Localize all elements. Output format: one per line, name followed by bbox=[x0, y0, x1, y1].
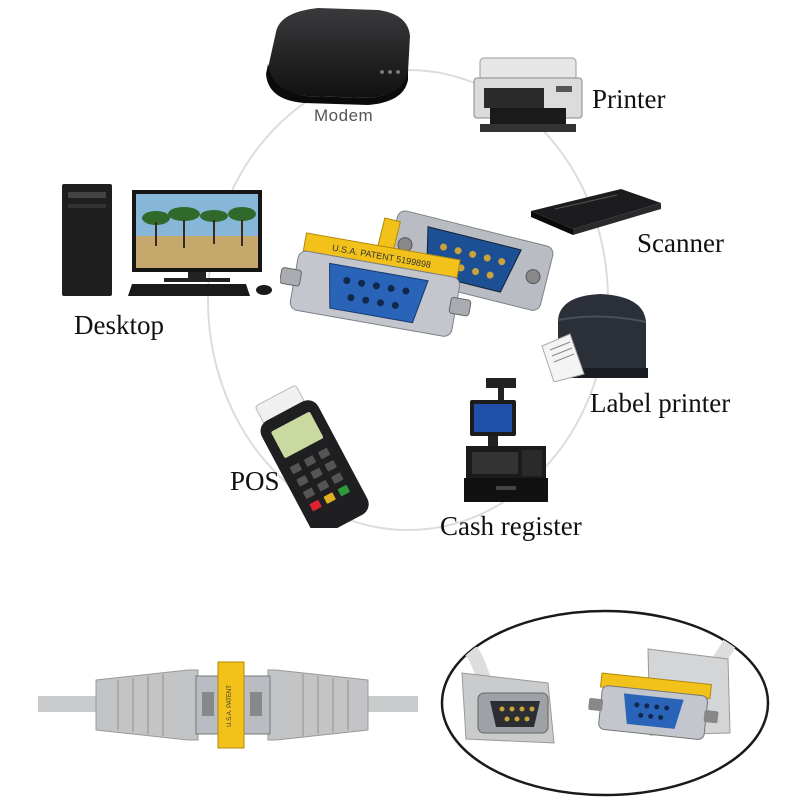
desktop-device bbox=[60, 180, 285, 300]
printer-icon bbox=[473, 57, 583, 132]
modem-device bbox=[258, 2, 418, 107]
cash-register-device bbox=[462, 378, 552, 506]
modem-icon bbox=[266, 8, 410, 105]
printer-label: Printer bbox=[592, 84, 666, 114]
scanner-device bbox=[525, 185, 665, 237]
pos-label: POS bbox=[230, 466, 280, 496]
modem-label: Modem bbox=[314, 106, 374, 125]
label-printer-icon bbox=[541, 294, 648, 382]
desktop-computer-icon bbox=[62, 184, 272, 296]
connector-closeup-icon bbox=[440, 609, 770, 797]
label-printer-device bbox=[540, 290, 660, 382]
cash-register-icon bbox=[464, 378, 548, 502]
scanner-label: Scanner bbox=[637, 228, 724, 258]
cash-register-label: Cash register bbox=[440, 511, 582, 541]
db9-gender-changer-icon: U.S.A. PATENT 5199898 bbox=[280, 210, 554, 337]
desktop-label: Desktop bbox=[74, 310, 164, 340]
connector-closeup-inset bbox=[438, 603, 773, 798]
db9-adapters-hub: U.S.A. PATENT 5199898 bbox=[280, 210, 555, 345]
pos-device bbox=[255, 383, 380, 528]
scanner-icon bbox=[531, 189, 661, 235]
small-band-text: U.S.A. PATENT bbox=[227, 685, 233, 727]
printer-device bbox=[470, 52, 585, 134]
cable-join-icon: U.S.A. PATENT bbox=[38, 661, 418, 749]
label-printer-label: Label printer bbox=[590, 388, 731, 418]
pos-terminal-icon bbox=[255, 385, 369, 528]
cable-connection-photo: U.S.A. PATENT bbox=[38, 640, 418, 760]
